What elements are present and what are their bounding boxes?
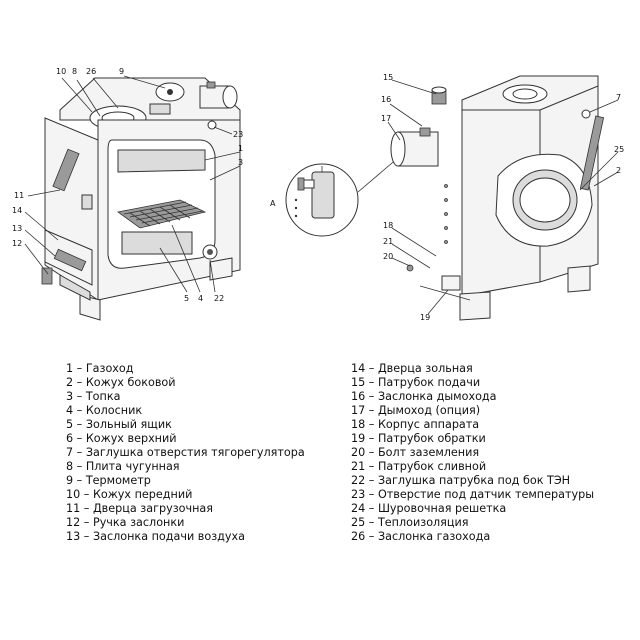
callout-15: 15	[383, 73, 393, 82]
legend-item: 7 – Заглушка отверстия тягорегулятора	[66, 446, 305, 459]
legend-item: 3 – Топка	[66, 390, 121, 403]
callout-13: 13	[12, 224, 22, 233]
callout-7: 7	[616, 93, 621, 102]
ash-drawer	[121, 231, 193, 255]
legend-item: 17 – Дымоход (опция)	[351, 404, 481, 417]
legend-item: 18 – Корпус аппарата	[351, 418, 480, 431]
left-callouts: 10 8 26 9 23 1 3 11 14 13 12 5 4 22	[12, 67, 243, 303]
callout-14: 14	[12, 206, 22, 215]
legend-item: 22 – Заглушка патрубка под бок ТЭН	[351, 474, 571, 487]
legend-item: 21 – Патрубок сливной	[351, 460, 487, 473]
sensor-hole	[207, 120, 217, 130]
legend-item: 6 – Кожух верхний	[66, 432, 177, 445]
callout-4: 4	[198, 294, 203, 303]
legend-item: 11 – Дверца загрузочная	[66, 502, 213, 515]
legend-item: 4 – Колосник	[66, 404, 143, 417]
left-leaders	[24, 75, 241, 293]
callout-20: 20	[383, 252, 393, 261]
boiler-right-view	[390, 75, 605, 321]
legend-item: 19 – Патрубок обратки	[351, 432, 486, 445]
detail-a-label: A	[270, 199, 276, 208]
boiler-drawing: 10 8 26 9 23 1 3 11 14 13 12 5 4 22 A	[12, 67, 624, 322]
legend-item: 25 – Теплоизоляция	[351, 516, 469, 529]
right-leaders	[387, 79, 619, 315]
legend-right-column: 14 – Дверца зольная 15 – Патрубок подачи…	[351, 362, 594, 544]
callout-2: 2	[616, 166, 621, 175]
legend-item: 12 – Ручка заслонки	[66, 516, 185, 529]
boiler-left-view	[41, 77, 241, 321]
legend-item: 15 – Патрубок подачи	[351, 376, 481, 389]
legend-item: 10 – Кожух передний	[66, 488, 193, 501]
legend-item: 8 – Плита чугунная	[66, 460, 180, 473]
right-callouts: 15 16 17 7 25 2 18 21 20 19	[381, 73, 624, 322]
legend-item: 9 – Термометр	[66, 474, 151, 487]
callout-12: 12	[12, 239, 22, 248]
callout-18: 18	[383, 221, 393, 230]
callout-19: 19	[420, 313, 430, 322]
legend-left-column: 1 – Газоход 2 – Кожух боковой 3 – Топка …	[66, 362, 305, 544]
callout-8: 8	[72, 67, 77, 76]
callout-23: 23	[233, 130, 243, 139]
air-damper	[53, 248, 87, 272]
callout-9: 9	[119, 67, 124, 76]
legend-item: 2 – Кожух боковой	[66, 376, 176, 389]
loading-door-handle	[81, 194, 93, 210]
chimney-damper	[419, 127, 431, 137]
return-pipe	[441, 275, 461, 291]
callout-10: 10	[56, 67, 66, 76]
grate	[117, 199, 207, 229]
callout-11: 11	[14, 191, 24, 200]
callout-5: 5	[184, 294, 189, 303]
callout-22: 22	[214, 294, 224, 303]
callout-17: 17	[381, 114, 391, 123]
damper-handle	[41, 267, 53, 285]
callout-3: 3	[238, 158, 243, 167]
legend-item: 23 – Отверстие под датчик температуры	[351, 488, 595, 501]
legend-item: 5 – Зольный ящик	[66, 418, 172, 431]
legend-item: 24 – Шуровочная решетка	[351, 502, 507, 515]
ground-bolt	[406, 264, 414, 272]
legend-item: 13 – Заслонка подачи воздуха	[66, 530, 246, 543]
legend-item: 20 – Болт заземления	[351, 446, 480, 459]
callout-26: 26	[86, 67, 96, 76]
legend-item: 1 – Газоход	[66, 362, 134, 375]
callout-21: 21	[383, 237, 393, 246]
callout-16: 16	[381, 95, 391, 104]
callout-25: 25	[614, 145, 624, 154]
callout-1: 1	[238, 144, 243, 153]
legend-item: 14 – Дверца зольная	[351, 362, 473, 375]
legend-item: 16 – Заслонка дымохода	[351, 390, 497, 403]
side-casing	[579, 115, 605, 191]
legend-item: 26 – Заслонка газохода	[351, 530, 491, 543]
